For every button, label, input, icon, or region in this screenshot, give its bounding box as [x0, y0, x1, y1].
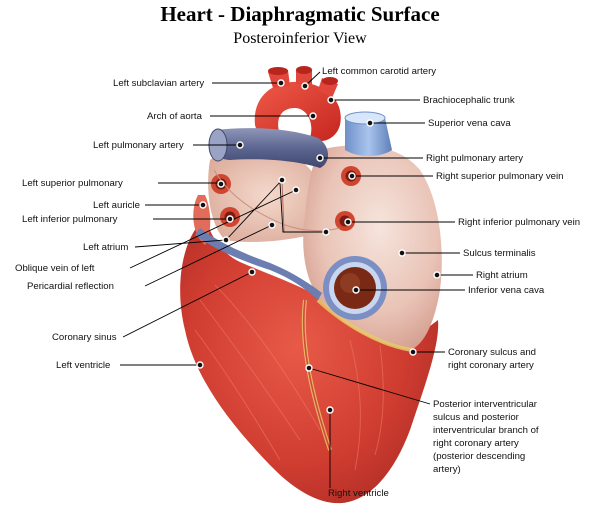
- label-superior-vena-cava: Superior vena cava: [428, 118, 511, 129]
- label-posterior-line5: (posterior descending: [433, 451, 525, 462]
- marker-dots: [196, 79, 441, 414]
- label-posterior-line4: right coronary artery: [433, 438, 519, 449]
- label-left-subclavian-artery: Left subclavian artery: [113, 78, 204, 89]
- label-left-auricle: Left auricle: [93, 200, 140, 211]
- label-posterior-line2: sulcus and posterior: [433, 412, 520, 423]
- superior-vena-cava-tube: [345, 118, 392, 156]
- label-posterior-line3: interventricular branch of: [433, 425, 539, 436]
- label-left-atrium: Left atrium: [83, 242, 128, 253]
- label-right-superior-pulmonary-vein: Right superior pulmonary vein: [436, 171, 563, 182]
- label-left-pulmonary-artery: Left pulmonary artery: [93, 140, 184, 151]
- label-pericardial-reflection: Pericardial reflection: [27, 281, 114, 292]
- label-posterior-line6: artery): [433, 464, 461, 475]
- label-left-superior-pulmonary: Left superior pulmonary: [22, 178, 123, 189]
- label-right-atrium: Right atrium: [476, 270, 528, 281]
- label-inferior-vena-cava: Inferior vena cava: [468, 285, 545, 296]
- label-right-inferior-pulmonary-vein: Right inferior pulmonary vein: [458, 217, 580, 228]
- pulmonary-artery-tube: [212, 128, 329, 168]
- label-coronary-sinus: Coronary sinus: [52, 332, 117, 343]
- label-sulcus-terminalis: Sulcus terminalis: [463, 248, 536, 259]
- diagram-title: Heart - Diaphragmatic Surface: [160, 2, 440, 26]
- label-left-common-carotid-artery: Left common carotid artery: [322, 66, 436, 77]
- aortic-arch: [254, 81, 341, 142]
- label-posterior-line1: Posterior interventricular: [433, 399, 538, 410]
- label-left-inferior-pulmonary: Left inferior pulmonary: [22, 214, 118, 225]
- diagram-subtitle: Posteroinferior View: [233, 30, 367, 47]
- label-right-pulmonary-artery: Right pulmonary artery: [426, 153, 523, 164]
- label-arch-of-aorta: Arch of aorta: [147, 111, 203, 122]
- label-right-ventricle: Right ventricle: [328, 488, 389, 499]
- label-brachiocephalic-trunk: Brachiocephalic trunk: [423, 95, 515, 106]
- label-oblique-vein-of-left: Oblique vein of left: [15, 263, 95, 274]
- coronary-sinus-band: [195, 228, 322, 300]
- label-coronary-sulcus-line2: right coronary artery: [448, 360, 534, 371]
- label-coronary-sulcus-line1: Coronary sulcus and: [448, 347, 536, 358]
- label-left-ventricle: Left ventricle: [56, 360, 110, 371]
